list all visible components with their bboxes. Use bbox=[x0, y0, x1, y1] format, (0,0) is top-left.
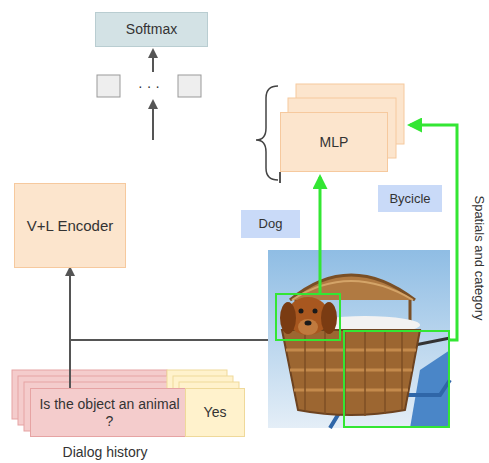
encoder-box: V+L Encoder bbox=[14, 183, 126, 268]
category-tag: Bycicle bbox=[378, 185, 442, 212]
output-square bbox=[97, 75, 120, 97]
image-wire bbox=[70, 339, 268, 341]
output-square bbox=[178, 75, 201, 97]
spatial-arrow bbox=[319, 177, 322, 293]
caption-label: Dialog history bbox=[63, 444, 148, 460]
softmax-arrow bbox=[152, 50, 154, 72]
axis-note: Spatials and category bbox=[472, 195, 487, 320]
node-text: Bycicle bbox=[383, 191, 436, 207]
mlp-box: MLP bbox=[280, 112, 388, 172]
node-text: Yes bbox=[198, 404, 233, 421]
photo bbox=[268, 250, 450, 428]
answer-card: Yes bbox=[185, 388, 245, 437]
node-text: Softmax bbox=[120, 21, 183, 38]
softmax-box: Softmax bbox=[95, 12, 208, 47]
node-text: V+L Encoder bbox=[21, 217, 120, 235]
spatial-arrow bbox=[410, 125, 457, 340]
node-text: Is the object an animal ? bbox=[31, 396, 188, 430]
connector bbox=[69, 268, 71, 388]
ellipsis: · · · bbox=[138, 78, 160, 94]
node-text: Dog bbox=[253, 216, 289, 232]
connector bbox=[279, 172, 281, 183]
brace bbox=[256, 86, 278, 180]
question-card: Is the object an animal ? bbox=[30, 388, 189, 437]
category-tag: Dog bbox=[241, 210, 300, 238]
feature-arrow bbox=[152, 101, 154, 140]
node-text: MLP bbox=[314, 134, 355, 151]
